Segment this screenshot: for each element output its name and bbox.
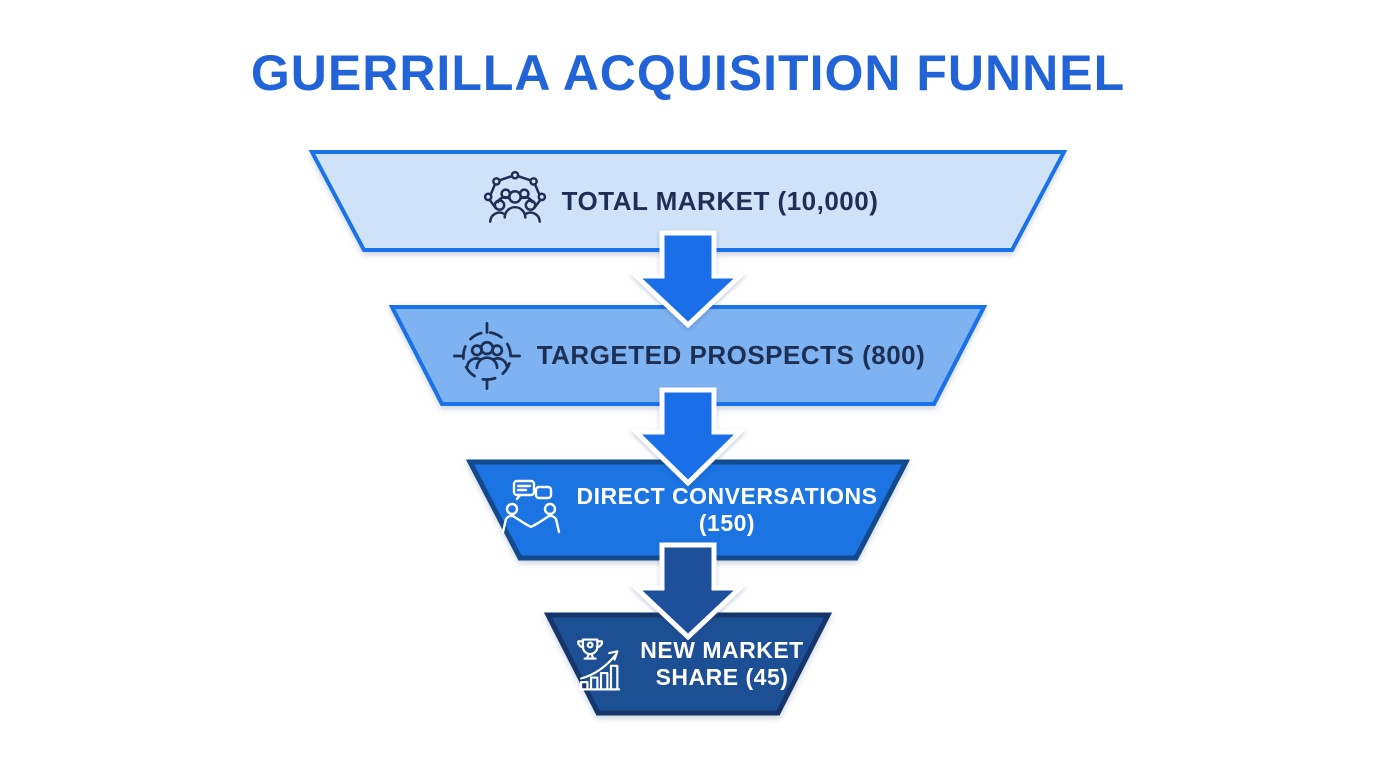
down-arrow-icon bbox=[629, 387, 747, 487]
down-arrow-icon bbox=[629, 230, 747, 329]
page-title: GUERRILLA ACQUISITION FUNNEL bbox=[250, 45, 1126, 101]
funnel-stage-targeted-prospects-shape bbox=[388, 305, 988, 406]
down-arrow-icon bbox=[629, 542, 747, 641]
